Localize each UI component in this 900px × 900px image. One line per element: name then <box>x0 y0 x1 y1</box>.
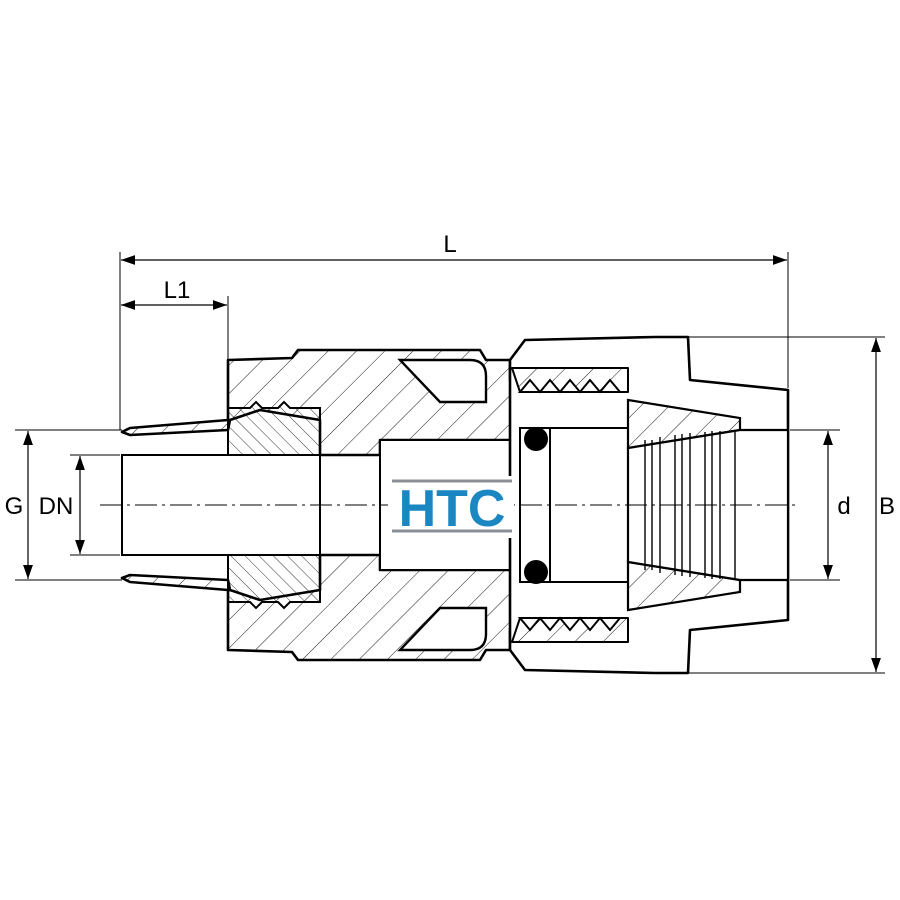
pipe-stop <box>550 427 628 583</box>
dim-label-DN: DN <box>39 493 74 520</box>
dimension-lines <box>23 255 881 672</box>
nut-thread-teeth <box>517 378 623 632</box>
dim-label-L1: L1 <box>164 277 191 304</box>
o-ring-bottom <box>524 560 548 584</box>
extension-lines <box>15 252 885 674</box>
body-pockets <box>397 358 488 652</box>
dim-label-G: G <box>5 493 24 520</box>
o-ring-top <box>524 427 548 451</box>
male-thread-section <box>227 400 321 610</box>
dim-label-L: L <box>443 231 456 258</box>
logo-text: HTC <box>399 480 506 538</box>
dim-label-B: B <box>879 493 895 520</box>
dim-label-d: d <box>837 493 850 520</box>
htc-logo: HTC <box>388 476 514 538</box>
